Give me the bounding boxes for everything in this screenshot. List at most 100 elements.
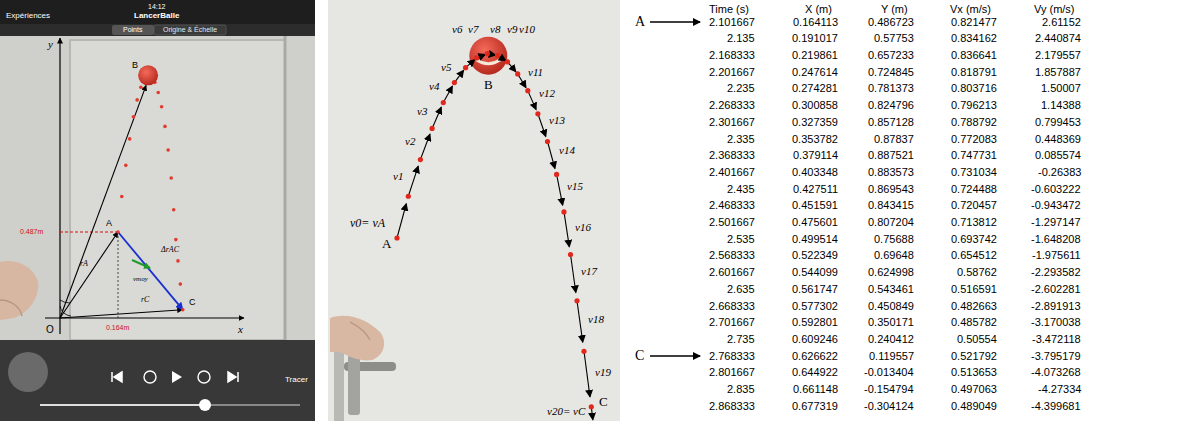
trajectory-dot (132, 115, 136, 119)
table-cell: 2.235 (727, 82, 755, 95)
column-header: Y (m) (881, 3, 908, 16)
vector-figure (45, 38, 244, 334)
table-cell: 2.440874 (1035, 32, 1081, 45)
point-label: A (382, 237, 391, 252)
dimension: 0.487m (20, 228, 43, 236)
table-cell: 2.835 (727, 383, 755, 396)
velocity-vector (443, 86, 452, 102)
vector-label: v6 (452, 23, 462, 36)
vector-label: v16 (575, 221, 591, 234)
trajectory-dot (176, 259, 180, 263)
table-cell: -2.602281 (1031, 283, 1081, 296)
trajectory-dot (554, 172, 559, 177)
velocity-vector (584, 351, 590, 397)
table-cell: 0.448369 (1035, 133, 1081, 146)
table-cell: 0.836641 (951, 49, 997, 62)
vector-label: v2 (405, 135, 415, 148)
axis-label: x (238, 323, 243, 336)
vector-label: v15 (567, 180, 583, 193)
point-label: A (106, 218, 112, 228)
velocity-vector (397, 204, 406, 238)
table-cell: 0.247614 (792, 66, 838, 79)
trajectory-dot (128, 137, 132, 141)
row-pointer (650, 21, 700, 22)
point-label: B (132, 60, 138, 70)
vector-label: v3 (417, 105, 427, 118)
table-cell: -3.795179 (1031, 350, 1081, 363)
trajectory-dot (515, 71, 520, 76)
table-cell: 0.821477 (951, 16, 997, 29)
table-cell: 2.468333 (709, 199, 755, 212)
trajectory-dot (568, 252, 573, 257)
vector-label: v18 (588, 313, 604, 326)
position-vector (60, 85, 146, 318)
trajectory-dot (589, 404, 594, 409)
table-cell: 0.475601 (792, 216, 838, 229)
vector-label: rA (80, 259, 88, 268)
screen-title: LancerBalle (134, 11, 179, 20)
table-cell: 0.693742 (951, 233, 997, 246)
table-cell: 2.701667 (709, 316, 755, 329)
vector-label: v11 (528, 66, 543, 79)
table-cell: 0.58762 (957, 266, 997, 279)
table-cell: -1.648208 (1031, 233, 1081, 246)
vector-label: v8 (490, 23, 500, 36)
table-cell: 0.57753 (874, 32, 914, 45)
table-cell: 0.720457 (951, 199, 997, 212)
table-cell: 0.240412 (868, 333, 914, 346)
table-cell: -3.170038 (1031, 316, 1081, 329)
table-cell: 2.768333 (709, 350, 755, 363)
table-cell: 2.168333 (709, 49, 755, 62)
vector-label: v7 (468, 23, 478, 36)
velocity-vector (564, 212, 569, 247)
ball-stripe (476, 60, 500, 64)
point-label: B (484, 78, 493, 93)
trajectory-dot (116, 230, 120, 234)
velocity-vector (538, 114, 546, 137)
table-markers (650, 22, 700, 356)
table-cell: 0.75688 (874, 233, 914, 246)
table-cell: 2.635 (727, 283, 755, 296)
trajectory-dot (495, 53, 500, 58)
table-cell: -1.297147 (1031, 216, 1081, 229)
table-cell: 2.268333 (709, 99, 755, 112)
column-header: Vy (m/s) (1034, 3, 1075, 16)
velocity-vector (548, 142, 555, 169)
table-cell: 0.427511 (793, 183, 838, 196)
table-cell: 2.101667 (709, 16, 755, 29)
velocity-vector (432, 107, 441, 128)
vector-label: v0= vA (350, 217, 385, 231)
table-cell: 0.521792 (951, 350, 997, 363)
table-cell: 0.781373 (868, 82, 914, 95)
velocity-vector (577, 301, 583, 342)
table-cell: 0.577302 (792, 300, 838, 313)
table-cell: 2.568333 (709, 249, 755, 262)
table-cell: 2.601667 (709, 266, 755, 279)
table-cell: 1.857887 (1035, 66, 1081, 79)
velocity-vector (557, 174, 563, 205)
table-cell: 0.731034 (951, 166, 997, 179)
velocity-vector (420, 134, 430, 160)
table-cell: -2.293582 (1031, 266, 1081, 279)
trajectory-dot (418, 157, 423, 162)
origin-label: O (46, 324, 54, 336)
vector-label: v13 (549, 114, 565, 127)
table-cell: 0.50554 (957, 333, 997, 346)
row-marker: C (635, 348, 644, 364)
table-cell: 0.451591 (792, 199, 838, 212)
table-cell: 0.724845 (868, 66, 914, 79)
table-cell: 0.609246 (792, 333, 838, 346)
table-cell: 2.501667 (709, 216, 755, 229)
vector-label: v1 (393, 170, 403, 183)
trajectory-dot (174, 238, 178, 242)
table-cell: 0.644922 (792, 366, 838, 379)
table-cell: 0.274281 (792, 82, 838, 95)
column-header: X (m) (805, 3, 832, 16)
displacement-vector (118, 232, 183, 310)
table-cell: 0.803716 (951, 82, 997, 95)
table-cell: 2.201667 (709, 66, 755, 79)
table-cell: 2.301667 (709, 116, 755, 129)
vector-label: v14 (559, 144, 575, 157)
vector-label: v12 (539, 87, 555, 100)
axis-label: y (48, 38, 53, 51)
